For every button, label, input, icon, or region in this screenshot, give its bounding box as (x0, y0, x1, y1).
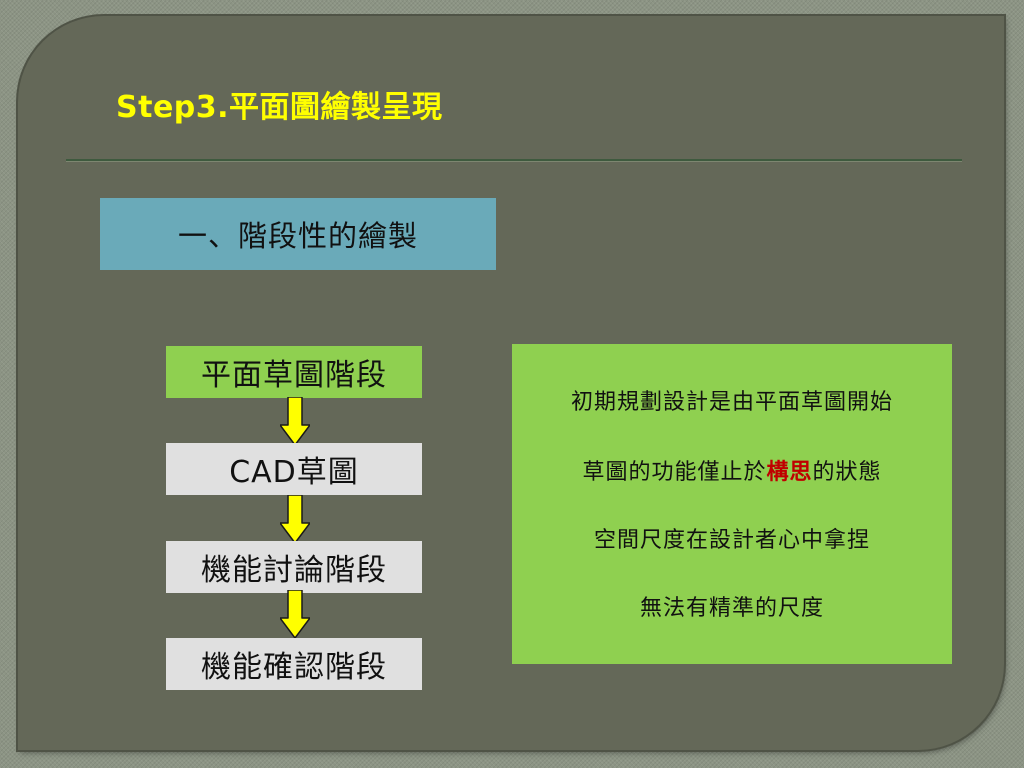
section-heading: 一、階段性的繪製 (177, 219, 418, 253)
slide-title: Step3.平面圖繪製呈現 (116, 90, 443, 125)
info-line-4: 無法有精準的尺度 (639, 596, 824, 621)
info-line-2: 草圖的功能僅止於構思的狀態 (512, 454, 952, 486)
step-function-confirmation: 機能確認階段 (166, 638, 422, 690)
step-label: CAD草圖 (229, 455, 359, 490)
step-label: 平面草圖階段 (201, 358, 387, 393)
step-function-discussion: 機能討論階段 (166, 541, 422, 593)
arrow-down-icon (280, 495, 310, 543)
arrow-down-icon (280, 590, 310, 638)
info-line-3: 空間尺度在設計者心中拿捏 (593, 528, 870, 553)
info-highlight: 構思 (766, 460, 813, 485)
title-divider (66, 159, 962, 162)
slide: Step3.平面圖繪製呈現 一、階段性的繪製 平面草圖階段 CAD草圖 機能討論… (18, 16, 1004, 750)
info-box: 初期規劃設計是由平面草圖開始 草圖的功能僅止於構思的狀態 空間尺度在設計者心中拿… (512, 344, 952, 664)
step-sketch-stage: 平面草圖階段 (166, 346, 422, 398)
step-label: 機能確認階段 (201, 650, 387, 685)
step-cad-sketch: CAD草圖 (166, 443, 422, 495)
info-line-1: 初期規劃設計是由平面草圖開始 (570, 390, 893, 415)
step-label: 機能討論階段 (201, 553, 387, 588)
arrow-down-icon (280, 397, 310, 445)
section-heading-box: 一、階段性的繪製 (100, 198, 496, 270)
info-line-2-before: 草圖的功能僅止於 (582, 460, 767, 485)
info-line-2-after: 的狀態 (812, 460, 882, 485)
